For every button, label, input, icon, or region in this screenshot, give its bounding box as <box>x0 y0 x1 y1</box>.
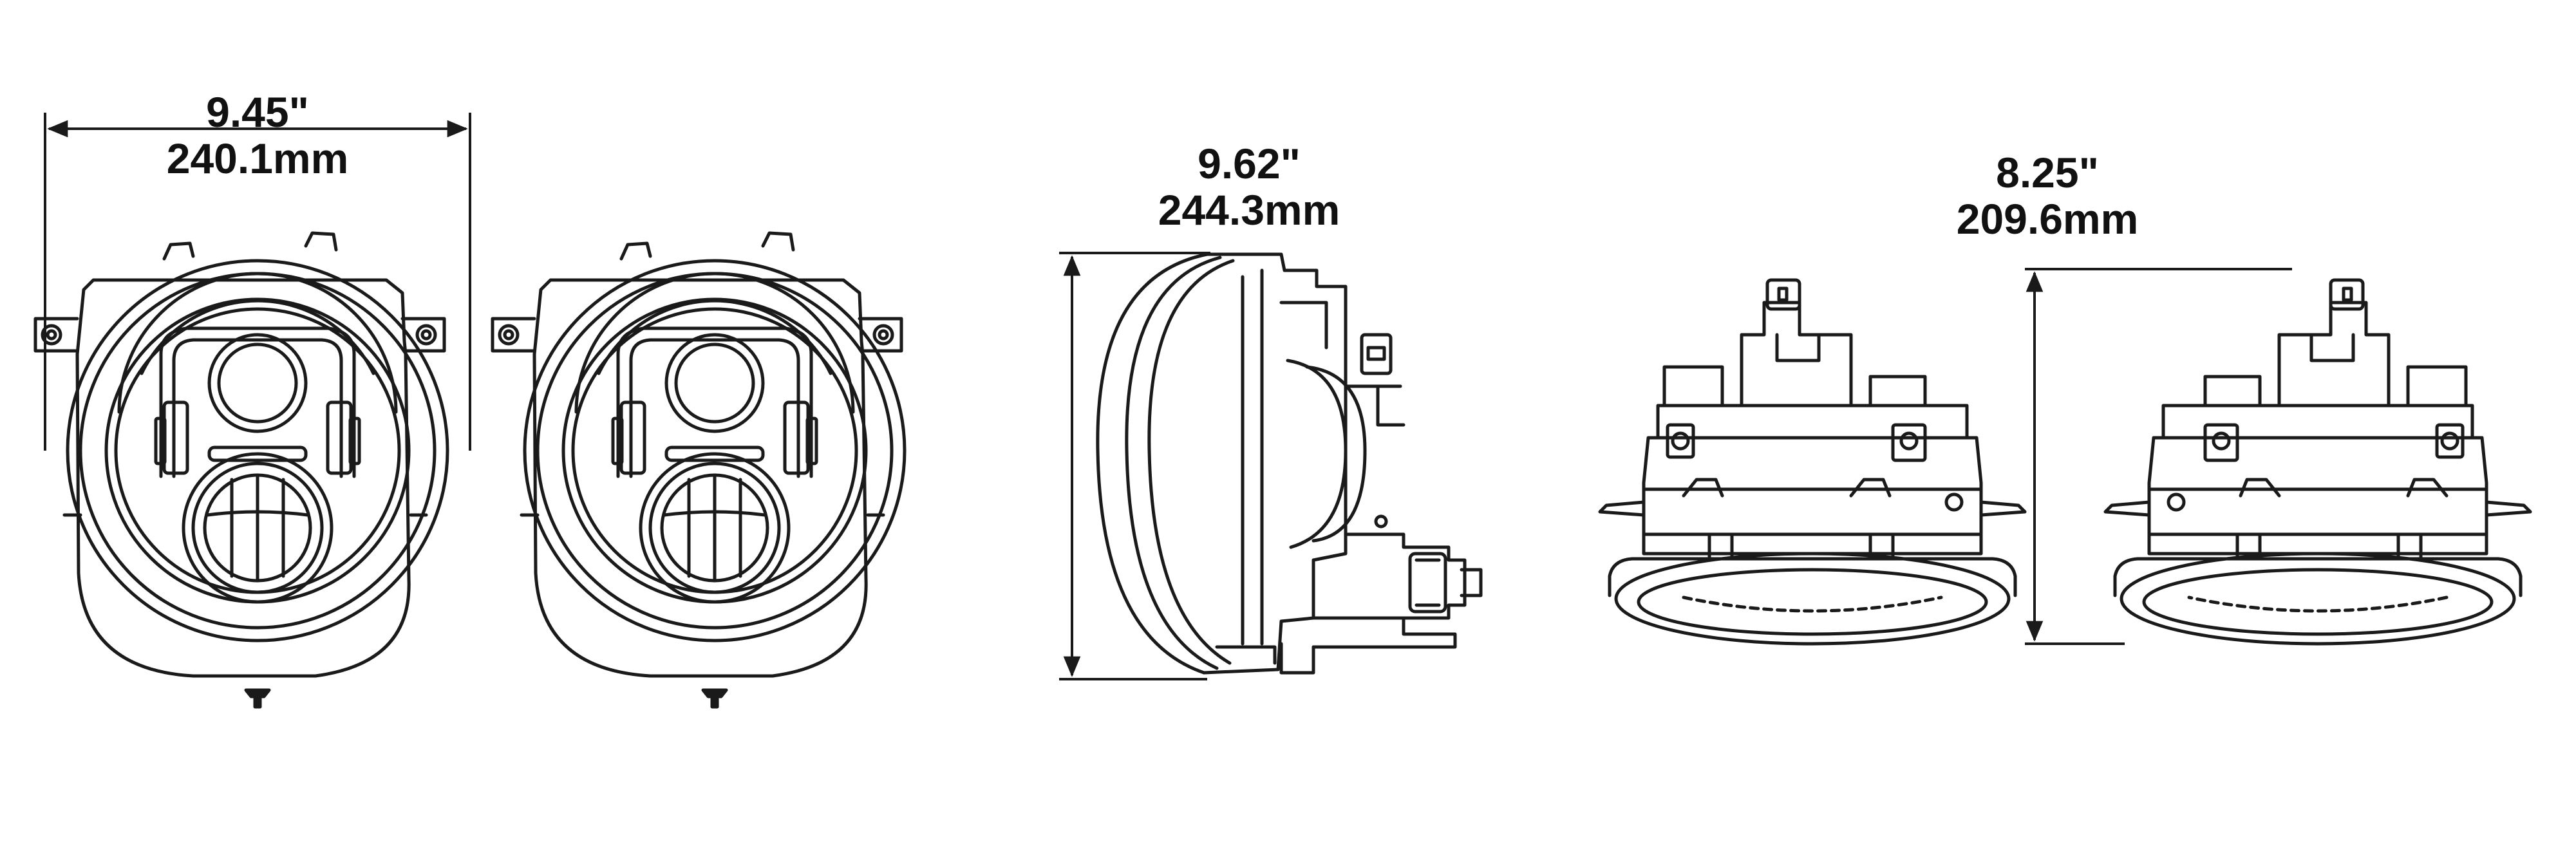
side-view <box>1096 252 1483 675</box>
top-depth-inches: 8.25" <box>1996 149 2099 196</box>
side-height-inches: 9.62" <box>1198 140 1301 187</box>
front-view-left <box>35 233 447 707</box>
top-view-right <box>2105 280 2530 644</box>
side-height-mm: 244.3mm <box>1158 186 1340 234</box>
top-depth-label: 8.25" 209.6mm <box>1886 149 2208 242</box>
front-width-mm: 240.1mm <box>166 135 349 182</box>
front-view-right <box>493 233 905 707</box>
top-depth-mm: 209.6mm <box>1956 195 2139 243</box>
front-width-label: 9.45" 240.1mm <box>97 89 418 182</box>
side-height-dimension-line <box>1059 252 1210 680</box>
front-width-dimension-line <box>44 113 471 451</box>
top-depth-dimension-line <box>2025 268 2292 645</box>
side-height-label: 9.62" 244.3mm <box>1088 140 1410 233</box>
front-width-inches: 9.45" <box>206 88 309 136</box>
top-view-left <box>1600 280 2025 644</box>
